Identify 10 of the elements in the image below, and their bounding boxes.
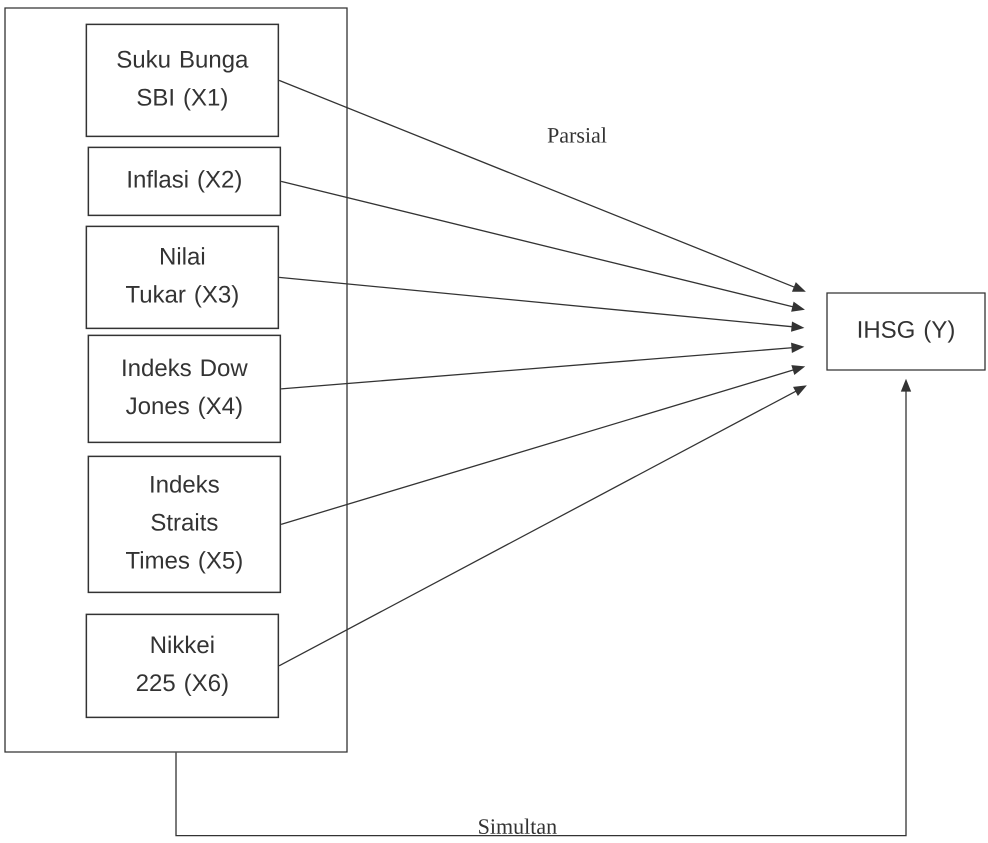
variable-box: IHSG (Y) [826,292,986,371]
label: Parsial [548,127,606,143]
variable-box: Nilai Tukar (X3) [86,226,280,330]
variable-box: Inflasi (X2) [88,146,282,216]
variable-box: Indeks Dow Jones (X4) [88,334,282,444]
variable-box: Suku Bunga SBI (X1) [86,24,280,138]
variable-box: Indeks Straits Times (X5) [88,456,282,594]
variable-box: Nikkei 225 (X6) [86,614,280,718]
group-box [4,7,348,753]
edge-label: Simultan [476,818,558,835]
